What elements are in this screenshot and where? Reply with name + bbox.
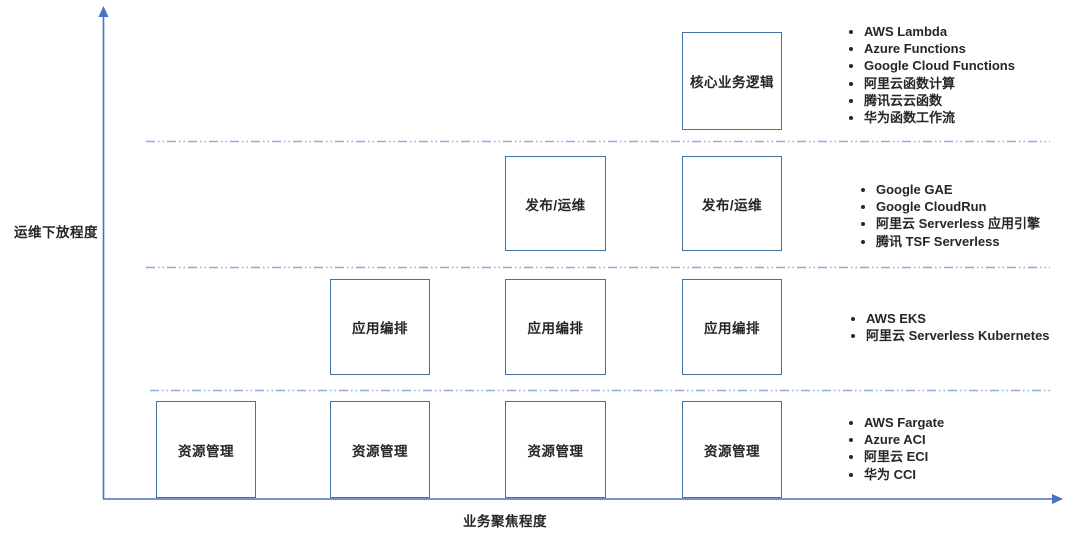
list-item: 阿里云 Serverless 应用引擎 [876, 215, 1040, 232]
product-list-faas: AWS Lambda Azure Functions Google Cloud … [848, 23, 1015, 126]
list-item: Google GAE [876, 181, 1040, 198]
product-list-paas: Google GAE Google CloudRun 阿里云 Serverles… [860, 181, 1040, 250]
x-axis-arrow-icon [1052, 494, 1063, 504]
list-item: 阿里云函数计算 [864, 75, 1015, 92]
list-item: 腾讯 TSF Serverless [876, 233, 1040, 250]
box-app-orchestration: 应用编排 [505, 279, 606, 375]
list-item: AWS Lambda [864, 23, 1015, 40]
box-resource-management: 资源管理 [682, 401, 782, 498]
box-release-operations: 发布/运维 [505, 156, 606, 251]
product-list-orchestration: AWS EKS 阿里云 Serverless Kubernetes [850, 310, 1050, 344]
list-item: 华为函数工作流 [864, 109, 1015, 126]
box-resource-management: 资源管理 [505, 401, 606, 498]
y-axis-label: 运维下放程度 [14, 225, 98, 240]
x-axis-label: 业务聚焦程度 [463, 514, 547, 529]
box-release-operations: 发布/运维 [682, 156, 782, 251]
product-list-container-instances: AWS Fargate Azure ACI 阿里云 ECI 华为 CCI [848, 414, 944, 483]
list-item: Azure ACI [864, 431, 944, 448]
box-app-orchestration: 应用编排 [330, 279, 430, 375]
list-item: Google CloudRun [876, 198, 1040, 215]
list-item: Google Cloud Functions [864, 57, 1015, 74]
box-core-business-logic: 核心业务逻辑 [682, 32, 782, 130]
list-item: 阿里云 ECI [864, 448, 944, 465]
list-item: 腾讯云云函数 [864, 92, 1015, 109]
list-item: 华为 CCI [864, 466, 944, 483]
list-item: AWS EKS [866, 310, 1050, 327]
list-item: AWS Fargate [864, 414, 944, 431]
list-item: 阿里云 Serverless Kubernetes [866, 327, 1050, 344]
list-item: Azure Functions [864, 40, 1015, 57]
box-resource-management: 资源管理 [156, 401, 256, 498]
box-resource-management: 资源管理 [330, 401, 430, 498]
box-app-orchestration: 应用编排 [682, 279, 782, 375]
y-axis-arrow-icon [98, 6, 109, 17]
